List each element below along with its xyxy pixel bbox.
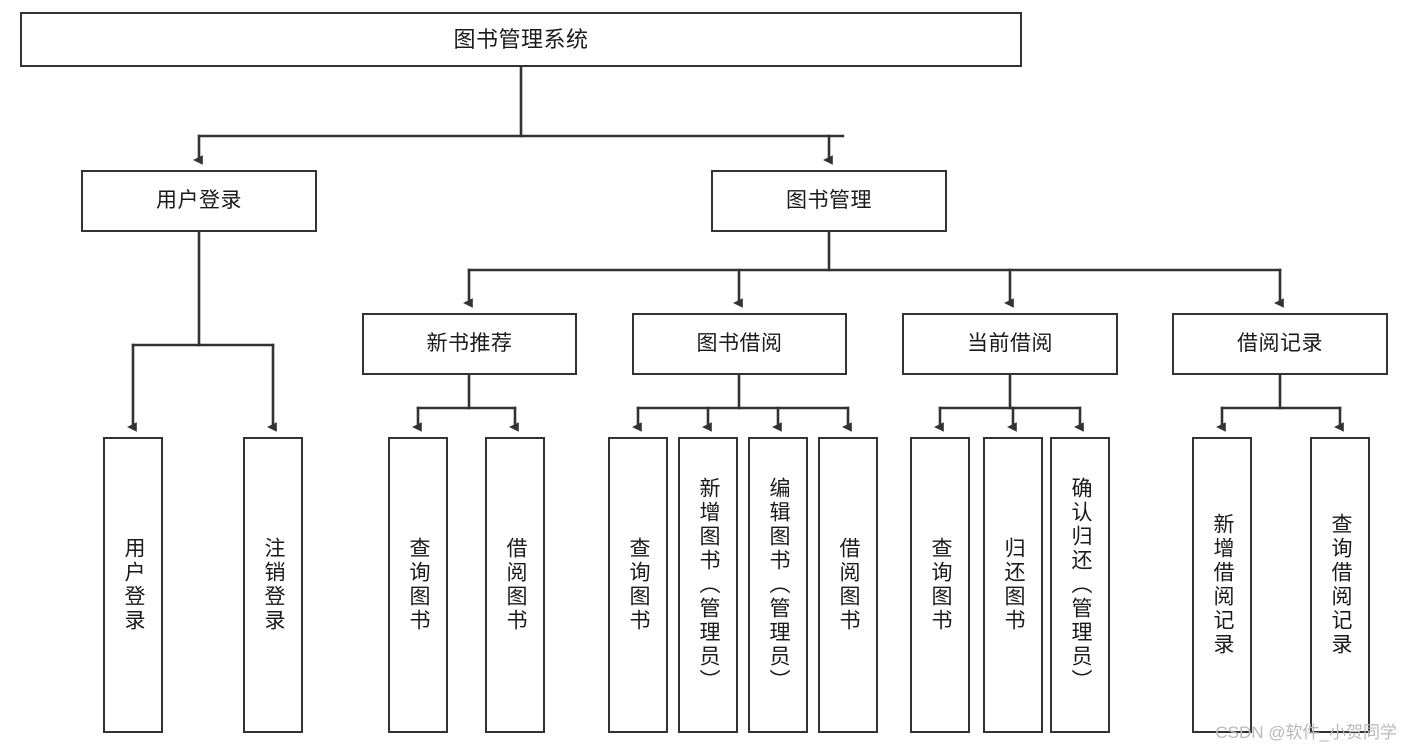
node-label: 确认归还（管理员） — [1069, 477, 1093, 693]
node-root-system[interactable]: 图书管理系统 — [20, 12, 1022, 67]
node-label: 图书管理系统 — [453, 26, 589, 52]
node-label: 图书借阅 — [696, 331, 783, 355]
node-leaf-borrow-book-1[interactable]: 借阅图书 — [485, 437, 545, 733]
node-user-login[interactable]: 用户登录 — [81, 170, 317, 232]
node-label: 查询图书 — [407, 537, 431, 633]
node-leaf-user-logout[interactable]: 注销登录 — [243, 437, 303, 733]
node-borrow-record[interactable]: 借阅记录 — [1172, 313, 1388, 375]
node-label: 借阅图书 — [837, 537, 861, 633]
node-label: 图书管理 — [786, 188, 872, 212]
node-leaf-query-book-1[interactable]: 查询图书 — [388, 437, 448, 733]
node-label: 借阅图书 — [504, 537, 528, 633]
node-label: 编辑图书（管理员） — [767, 477, 791, 693]
node-label: 查询图书 — [627, 537, 651, 633]
node-leaf-return-book[interactable]: 归还图书 — [983, 437, 1043, 733]
watermark: CSDN @软件_小贺同学 — [1215, 723, 1397, 742]
node-label: 用户登录 — [156, 188, 242, 212]
node-leaf-add-book-admin[interactable]: 新增图书（管理员） — [678, 437, 738, 733]
node-label: 归还图书 — [1002, 537, 1026, 633]
node-label: 查询图书 — [929, 537, 953, 633]
node-leaf-confirm-return-admin[interactable]: 确认归还（管理员） — [1050, 437, 1110, 733]
node-label: 新书推荐 — [426, 331, 513, 355]
node-label: 查询借阅记录 — [1329, 513, 1353, 657]
node-book-borrow[interactable]: 图书借阅 — [632, 313, 847, 375]
node-leaf-user-login[interactable]: 用户登录 — [103, 437, 163, 733]
node-label: 新增图书（管理员） — [697, 477, 721, 693]
node-leaf-query-borrow-record[interactable]: 查询借阅记录 — [1310, 437, 1370, 733]
node-leaf-edit-book-admin[interactable]: 编辑图书（管理员） — [748, 437, 808, 733]
node-label: 新增借阅记录 — [1211, 513, 1235, 657]
node-leaf-add-borrow-record[interactable]: 新增借阅记录 — [1192, 437, 1252, 733]
node-book-manage[interactable]: 图书管理 — [711, 170, 947, 232]
node-label: 借阅记录 — [1237, 331, 1323, 355]
node-label: 当前借阅 — [967, 331, 1053, 355]
node-new-book-recommend[interactable]: 新书推荐 — [362, 313, 577, 375]
node-label: 注销登录 — [262, 537, 286, 633]
node-leaf-query-book-2[interactable]: 查询图书 — [608, 437, 668, 733]
node-label: 用户登录 — [122, 537, 146, 633]
node-leaf-query-book-3[interactable]: 查询图书 — [910, 437, 970, 733]
node-current-borrow[interactable]: 当前借阅 — [902, 313, 1118, 375]
node-leaf-borrow-book-2[interactable]: 借阅图书 — [818, 437, 878, 733]
